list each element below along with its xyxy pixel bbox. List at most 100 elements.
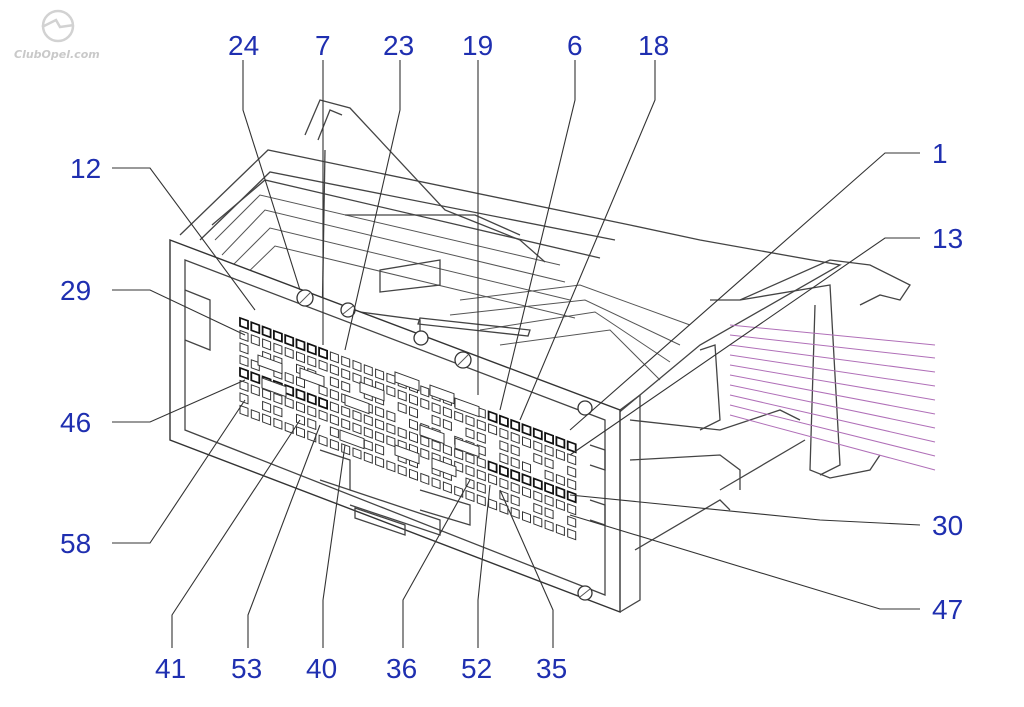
pin-cavity: [409, 431, 418, 444]
pin-cavity: [420, 472, 430, 486]
pin-cavity: [533, 515, 543, 528]
pin-cavity: [284, 346, 294, 360]
pin-cavity: [239, 342, 249, 355]
pin-cavity: [510, 481, 520, 495]
pin-cavity: [363, 364, 373, 377]
leader-lines: [112, 60, 921, 648]
pin-cavity: [533, 490, 543, 503]
label-6: 6: [567, 30, 583, 61]
large-cavity: [429, 384, 455, 405]
pin-cavity: [239, 404, 249, 418]
pin-cavity: [239, 316, 249, 331]
pin-cavity: [375, 418, 385, 431]
label-46: 46: [60, 407, 91, 438]
pin-cavities: [239, 316, 577, 541]
pin-cavity: [329, 388, 339, 402]
pin-cavity: [522, 511, 531, 524]
pin-cavity: [544, 431, 554, 445]
pin-cavity: [318, 359, 328, 372]
pin-cavity: [318, 396, 329, 410]
large-cavity: [454, 437, 480, 458]
pin-cavity: [567, 465, 577, 478]
pin-cavity: [250, 384, 260, 397]
pin-cavity: [465, 489, 475, 503]
pin-cavity: [352, 372, 362, 385]
pin-cavity: [442, 406, 452, 419]
pin-cavity: [352, 447, 362, 460]
pin-cavity: [363, 451, 373, 464]
pin-cavity: [262, 413, 272, 426]
pin-cavity: [273, 342, 283, 355]
pin-cavity: [250, 321, 261, 335]
pin-cavity: [566, 490, 577, 504]
pin-cavity: [476, 456, 486, 469]
pin-cavity: [284, 371, 294, 385]
pin-cavity: [341, 368, 351, 381]
pin-cavity: [262, 400, 272, 414]
large-cavity: [339, 429, 365, 450]
pin-cavity: [375, 455, 385, 469]
pin-cavity: [420, 397, 430, 411]
pin-cavity: [363, 426, 373, 439]
pin-cavity: [499, 452, 509, 465]
pin-cavity: [318, 409, 328, 422]
large-cavity: [344, 394, 370, 415]
pin-cavity: [296, 351, 305, 364]
pin-cavity: [329, 438, 339, 452]
pin-cavity: [273, 417, 283, 430]
pin-cavity: [533, 502, 543, 516]
pin-cavity: [250, 371, 261, 385]
label-19: 19: [462, 30, 493, 61]
pin-cavity: [352, 422, 362, 435]
pin-cavity: [555, 473, 565, 487]
pin-cavity: [318, 346, 329, 360]
pin-cavity: [250, 334, 260, 347]
large-cavity: [394, 444, 420, 465]
large-cavity: [419, 424, 445, 445]
label-53: 53: [231, 653, 262, 684]
pin-cavity: [386, 435, 396, 448]
pin-cavity: [431, 477, 441, 490]
label-12: 12: [70, 153, 101, 184]
pin-cavity: [544, 519, 554, 532]
pin-cavity: [386, 385, 396, 398]
pin-cavity: [555, 435, 566, 450]
large-cavity: [261, 377, 287, 398]
pin-cavity: [329, 413, 339, 427]
pin-cavity: [420, 447, 430, 461]
pin-cavity: [306, 392, 317, 406]
pin-cavity: [510, 444, 520, 457]
pin-cavity: [307, 417, 317, 431]
pin-cavity: [272, 329, 283, 343]
pin-cavity: [363, 414, 373, 427]
pin-cavity: [476, 481, 486, 494]
pin-cavity: [498, 464, 509, 478]
pin-cavity: [307, 430, 317, 443]
pin-cavity: [431, 402, 441, 415]
pin-cavity: [533, 452, 543, 466]
label-36: 36: [386, 653, 417, 684]
pin-cavity: [307, 405, 317, 418]
pin-cavity: [521, 473, 532, 487]
label-35: 35: [536, 653, 567, 684]
pin-cavity: [352, 409, 362, 423]
pin-cavity: [499, 440, 509, 453]
pin-cavity: [341, 405, 351, 418]
label-58: 58: [60, 528, 91, 559]
pin-cavity: [431, 414, 441, 427]
pin-cavity: [409, 468, 418, 481]
pin-cavity: [498, 414, 509, 428]
pin-cavity: [250, 359, 260, 372]
pin-cavity: [409, 418, 418, 431]
pin-number-labels: 24 7 23 19 6 18 12 1 13 29 46 58 30 47 4…: [60, 30, 963, 684]
label-41: 41: [155, 653, 186, 684]
pin-cavity: [329, 363, 339, 377]
pin-cavity: [544, 507, 554, 520]
pin-cavity: [499, 502, 509, 515]
label-30: 30: [932, 510, 963, 541]
large-cavity: [394, 371, 420, 392]
pin-cavity: [454, 460, 464, 473]
pin-cavity: [567, 453, 577, 466]
